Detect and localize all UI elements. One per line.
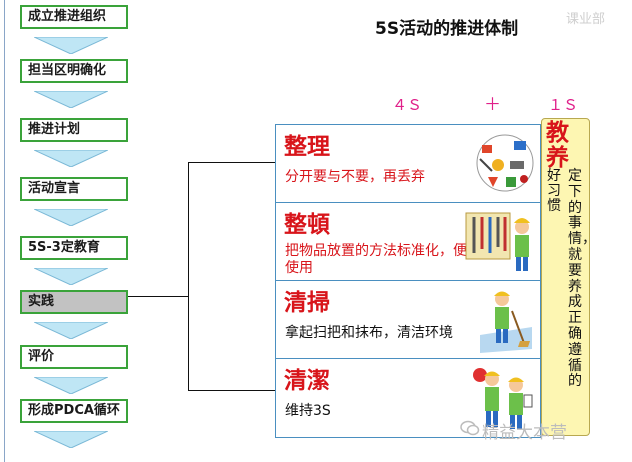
header-1s: １Ｓ (548, 96, 579, 114)
step-6-active[interactable]: 实践 (20, 290, 128, 314)
row-title: 整頓 (284, 212, 330, 238)
down-arrow-icon (34, 91, 108, 108)
four-s-panel: 整理 分开要与不要，再丢弃 整頓 把物品放置的方法标准化，便于使用 (275, 124, 541, 438)
side-text-long: 定下的事情，就要养成正确遵循的 (568, 168, 596, 390)
down-arrow-icon (34, 268, 108, 285)
page-title: 5S活动的推进体制 (375, 19, 519, 39)
row-seiri: 整理 分开要与不要，再丢弃 (276, 125, 540, 203)
down-arrow-icon (34, 431, 108, 448)
row-title: 清掃 (284, 290, 330, 316)
header-plus: ＋ (484, 95, 501, 115)
step-8[interactable]: 形成PDCA循环 (20, 399, 128, 423)
wechat-icon (460, 420, 480, 436)
down-arrow-icon (34, 377, 108, 394)
row-seiso: 清掃 拿起扫把和抹布，清洁环境 (276, 281, 540, 359)
side-title: 教养 (546, 120, 569, 171)
row-title: 整理 (284, 134, 330, 160)
row-seiton: 整頓 把物品放置的方法标准化，便于使用 (276, 203, 540, 281)
row-desc: 分开要与不要，再丢弃 (285, 169, 425, 185)
step-2[interactable]: 担当区明确化 (20, 59, 128, 83)
connector-line (128, 296, 189, 297)
row-title: 清潔 (284, 368, 330, 394)
bracket-top-line (188, 162, 275, 163)
down-arrow-icon (34, 322, 108, 339)
inspecting-workers-icon (473, 368, 533, 429)
tool-board-icon (465, 212, 530, 271)
row-seiketsu: 清潔 维持3S (276, 359, 540, 437)
down-arrow-icon (34, 37, 108, 54)
step-3[interactable]: 推进计划 (20, 118, 128, 142)
row-desc: 拿起扫把和抹布，清洁环境 (285, 325, 453, 341)
header-4s: ４Ｓ (392, 96, 423, 114)
brand-watermark: 精益大本营 (482, 423, 567, 443)
bracket-bottom-line (188, 390, 275, 391)
row-desc: 维持3S (285, 403, 331, 419)
row-desc: 把物品放置的方法标准化，便于使用 (285, 243, 481, 276)
side-text-short: 好习惯 (547, 168, 561, 214)
shitsuke-panel: 教养 好习惯 定下的事情，就要养成正确遵循的 (541, 118, 596, 436)
watermark-text: 课业部 (566, 12, 606, 27)
step-1[interactable]: 成立推进组织 (20, 5, 128, 29)
step-4[interactable]: 活动宣言 (20, 177, 128, 201)
step-5[interactable]: 5S-3定教育 (20, 236, 128, 260)
sweeping-worker-icon (480, 291, 532, 353)
slide-edge-line (4, 0, 5, 462)
step-7[interactable]: 评价 (20, 345, 128, 369)
sorting-items-icon (476, 134, 534, 192)
down-arrow-icon (34, 209, 108, 226)
bracket-line (188, 162, 189, 391)
down-arrow-icon (34, 150, 108, 167)
